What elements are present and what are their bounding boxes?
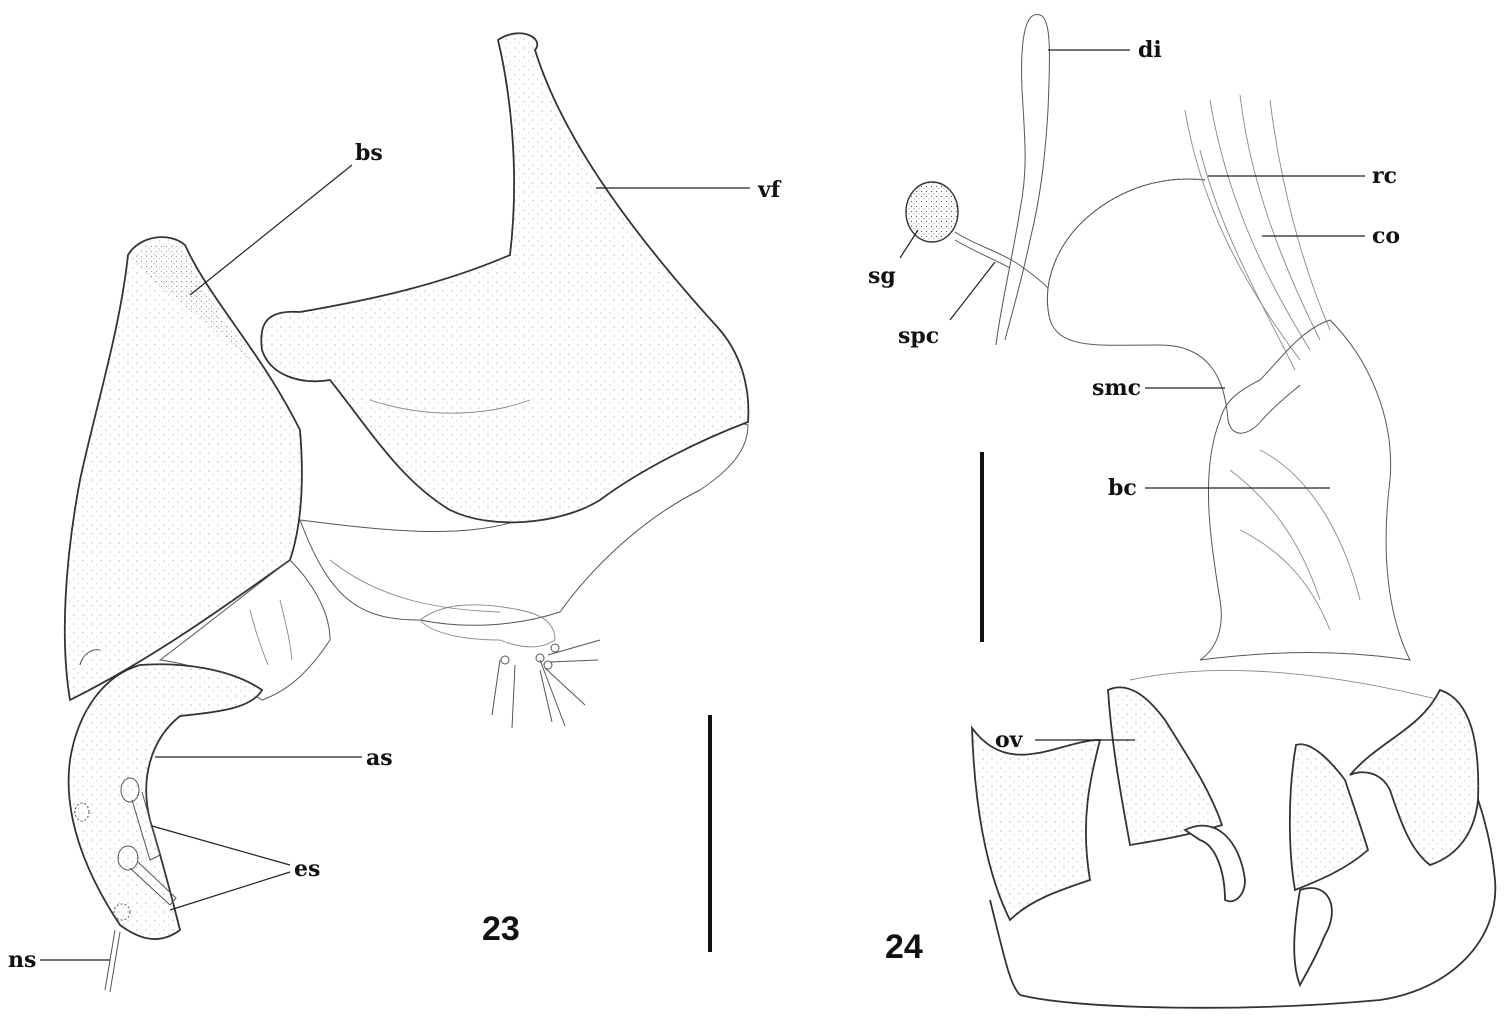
figure-23-leaders [40,164,750,961]
label-spc: spc [898,323,939,349]
label-es: es [294,856,320,882]
figure-number-24: 24 [885,928,923,966]
figure-24-drawing [905,14,1497,1009]
figure-number-23: 23 [482,910,520,948]
figure-23-drawing [63,32,750,993]
label-smc: smc [1092,375,1141,401]
label-rc: rc [1372,163,1397,189]
figure-24-leaders [899,49,1365,741]
label-sg: sg [868,263,896,289]
bursa-copulatrix [1199,319,1411,661]
label-di: di [1138,37,1162,63]
label-ov: ov [995,727,1024,753]
label-bc: bc [1108,475,1137,501]
spermathecal-gland [905,181,959,243]
ductus-loop [995,14,1041,346]
ovipositor-frame [1019,734,1497,1009]
label-co: co [1372,223,1400,249]
copulatory-fibres [1184,94,1331,371]
label-as: as [366,745,393,771]
setae-cluster [491,639,601,729]
label-ns: ns [8,947,36,973]
label-vf: vf [757,177,782,203]
label-bs: bs [355,140,383,166]
